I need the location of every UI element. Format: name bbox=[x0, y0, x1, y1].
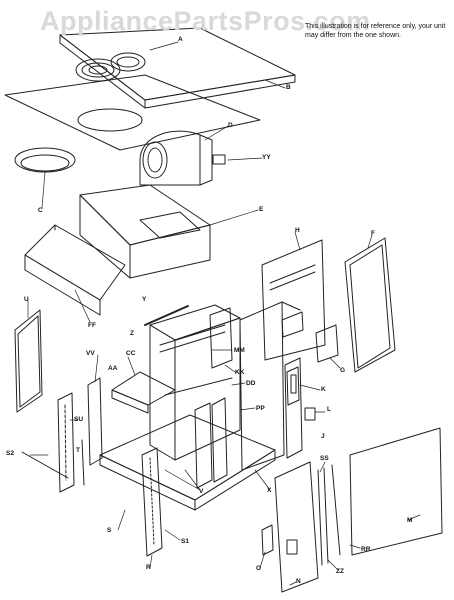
base-pan bbox=[99, 414, 276, 511]
leader-lines bbox=[27, 41, 421, 586]
label-mm: MM bbox=[234, 347, 245, 354]
blower-assembly bbox=[139, 130, 213, 186]
small-bracket-yy bbox=[212, 154, 226, 165]
label-aa: AA bbox=[108, 365, 118, 372]
ring-c bbox=[14, 147, 76, 173]
tray-aa bbox=[111, 371, 176, 414]
fan-guard-left bbox=[75, 58, 121, 82]
strip-s2 bbox=[21, 451, 69, 479]
label-m: M bbox=[407, 517, 413, 524]
disclaimer-note: This illustration is for reference only,… bbox=[305, 23, 446, 39]
label-k: K bbox=[321, 386, 326, 393]
label-ff: FF bbox=[88, 322, 96, 329]
front-uprights bbox=[194, 397, 228, 489]
label-n: N bbox=[296, 578, 301, 585]
label-y: Y bbox=[142, 296, 147, 303]
label-c: C bbox=[38, 207, 43, 214]
switch-l bbox=[304, 407, 316, 421]
label-h: H bbox=[295, 227, 300, 234]
top-frame bbox=[4, 74, 261, 151]
label-o: O bbox=[256, 565, 262, 572]
label-vv: VV bbox=[86, 350, 95, 357]
fan-guard-right bbox=[110, 52, 146, 72]
right-side-panel-m bbox=[349, 427, 443, 556]
vertical-strips bbox=[317, 464, 341, 566]
label-s2: S2 bbox=[6, 450, 14, 457]
rail-y bbox=[144, 305, 189, 326]
panel-ff bbox=[24, 224, 126, 316]
panel-h bbox=[261, 239, 326, 361]
label-yy: YY bbox=[262, 154, 271, 161]
label-su: SU bbox=[74, 416, 84, 423]
label-b: B bbox=[286, 84, 291, 91]
label-r: R bbox=[146, 564, 151, 571]
panel-f bbox=[344, 237, 396, 373]
label-d: D bbox=[228, 122, 233, 129]
label-kk: KK bbox=[235, 369, 245, 376]
label-u: U bbox=[24, 296, 29, 303]
label-j: J bbox=[321, 433, 325, 440]
label-l: L bbox=[327, 406, 331, 413]
top-cover-panel bbox=[59, 27, 296, 109]
bracket-k bbox=[286, 366, 300, 406]
label-g: G bbox=[340, 367, 346, 374]
divider-panel-e bbox=[79, 184, 211, 279]
rear-panel-n bbox=[261, 461, 319, 593]
label-rr: RR bbox=[361, 546, 371, 553]
label-e: E bbox=[259, 206, 264, 213]
plate-g bbox=[315, 324, 339, 363]
chassis-frame bbox=[149, 304, 241, 461]
left-side-panel bbox=[57, 377, 103, 493]
label-s: S bbox=[107, 527, 112, 534]
label-dd: DD bbox=[246, 380, 256, 387]
label-zz: ZZ bbox=[336, 568, 344, 575]
side-panel-u bbox=[14, 309, 43, 413]
front-panel-r bbox=[141, 447, 163, 557]
label-x: X bbox=[267, 487, 272, 494]
label-cc: CC bbox=[126, 350, 136, 357]
label-ss: SS bbox=[320, 455, 329, 462]
label-f: F bbox=[371, 230, 375, 237]
strip-t bbox=[81, 439, 85, 486]
label-pp: PP bbox=[256, 405, 265, 412]
label-a: A bbox=[178, 36, 183, 43]
right-frame bbox=[239, 301, 303, 471]
label-s1: S1 bbox=[181, 538, 189, 545]
label-t: T bbox=[76, 447, 80, 454]
label-z: Z bbox=[130, 330, 134, 337]
label-v: V bbox=[199, 488, 204, 495]
